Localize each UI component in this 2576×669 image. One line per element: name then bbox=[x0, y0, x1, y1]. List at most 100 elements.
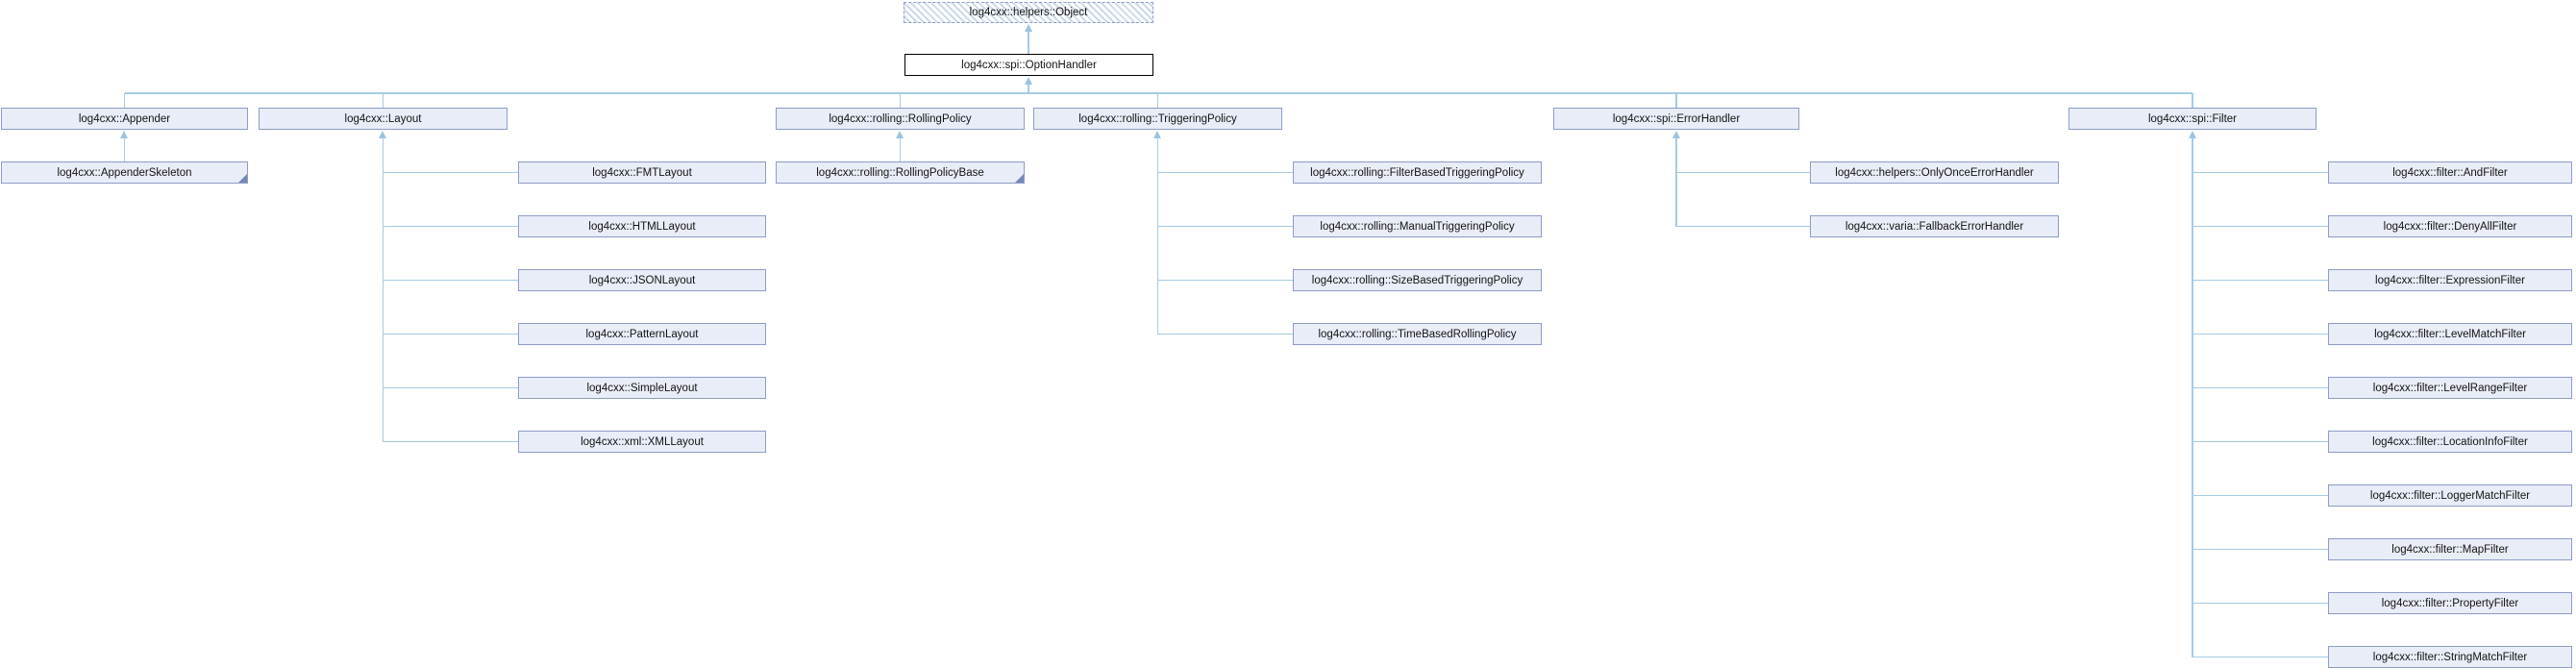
class-node-log4cxx-filter-expressionfilter[interactable]: log4cxx::filter::ExpressionFilter bbox=[2328, 269, 2572, 291]
class-node-log4cxx-jsonlayout[interactable]: log4cxx::JSONLayout bbox=[518, 269, 766, 291]
inheritance-edge bbox=[2192, 656, 2328, 658]
inheritance-edge bbox=[2192, 440, 2328, 443]
class-node-log4cxx-filter-propertyfilter[interactable]: log4cxx::filter::PropertyFilter bbox=[2328, 592, 2572, 614]
class-node-log4cxx-filter-denyallfilter[interactable]: log4cxx::filter::DenyAllFilter bbox=[2328, 215, 2572, 237]
class-node-log4cxx-spi-optionhandler[interactable]: log4cxx::spi::OptionHandler bbox=[904, 54, 1153, 76]
inheritance-edge bbox=[1157, 333, 1293, 335]
inheritance-edge bbox=[383, 333, 518, 335]
class-node-label: log4cxx::filter::StringMatchFilter bbox=[2372, 651, 2528, 663]
inheritance-edge bbox=[899, 93, 902, 108]
class-node-log4cxx-simplelayout[interactable]: log4cxx::SimpleLayout bbox=[518, 377, 766, 399]
class-node-label: log4cxx::spi::OptionHandler bbox=[961, 59, 1097, 71]
class-node-label: log4cxx::filter::PropertyFilter bbox=[2381, 597, 2519, 609]
inheritance-edge bbox=[383, 386, 518, 389]
class-node-label: log4cxx::rolling::ManualTriggeringPolicy bbox=[1320, 220, 1515, 233]
class-node-log4cxx-rolling-sizebasedtriggeringpolicy[interactable]: log4cxx::rolling::SizeBasedTriggeringPol… bbox=[1293, 269, 1542, 291]
class-node-log4cxx-rolling-rollingpolicy[interactable]: log4cxx::rolling::RollingPolicy bbox=[776, 108, 1025, 130]
inheritance-edge bbox=[2192, 386, 2328, 389]
class-node-label: log4cxx::rolling::RollingPolicy bbox=[829, 112, 972, 125]
class-node-label: log4cxx::PatternLayout bbox=[585, 328, 699, 340]
inheritance-arrow-icon bbox=[1024, 24, 1032, 32]
class-node-log4cxx-filter-levelrangefilter[interactable]: log4cxx::filter::LevelRangeFilter bbox=[2328, 377, 2572, 399]
class-node-label: log4cxx::filter::AndFilter bbox=[2392, 166, 2508, 179]
class-node-log4cxx-filter-andfilter[interactable]: log4cxx::filter::AndFilter bbox=[2328, 161, 2572, 184]
inheritance-arrow-icon bbox=[1024, 77, 1032, 85]
inheritance-edge bbox=[1156, 137, 1159, 334]
class-node-log4cxx-filter-stringmatchfilter[interactable]: log4cxx::filter::StringMatchFilter bbox=[2328, 646, 2572, 668]
inheritance-arrow-icon bbox=[1672, 131, 1680, 138]
class-node-label: log4cxx::filter::LoggerMatchFilter bbox=[2369, 489, 2531, 502]
inheritance-edge bbox=[899, 137, 902, 161]
class-node-log4cxx-rolling-manualtriggeringpolicy[interactable]: log4cxx::rolling::ManualTriggeringPolicy bbox=[1293, 215, 1542, 237]
inheritance-arrow-icon bbox=[896, 131, 904, 138]
class-node-log4cxx-filter-loggermatchfilter[interactable]: log4cxx::filter::LoggerMatchFilter bbox=[2328, 484, 2572, 507]
inheritance-edge bbox=[1156, 93, 1159, 108]
inheritance-edge bbox=[382, 137, 384, 442]
class-node-label: log4cxx::rolling::TriggeringPolicy bbox=[1078, 112, 1237, 125]
class-node-label: log4cxx::FMTLayout bbox=[592, 166, 692, 179]
class-node-label: log4cxx::helpers::OnlyOnceErrorHandler bbox=[1835, 166, 2034, 179]
class-node-log4cxx-filter-mapfilter[interactable]: log4cxx::filter::MapFilter bbox=[2328, 538, 2572, 560]
truncated-fold-icon bbox=[238, 174, 247, 183]
class-node-log4cxx-rolling-filterbasedtriggeringpolicy[interactable]: log4cxx::rolling::FilterBasedTriggeringP… bbox=[1293, 161, 1542, 184]
class-node-log4cxx-xml-xmllayout[interactable]: log4cxx::xml::XMLLayout bbox=[518, 431, 766, 453]
inheritance-edge bbox=[2192, 494, 2328, 497]
inheritance-edge bbox=[1676, 171, 1810, 174]
class-node-log4cxx-helpers-object[interactable]: log4cxx::helpers::Object bbox=[904, 2, 1153, 23]
inheritance-edge bbox=[124, 92, 2192, 94]
class-node-label: log4cxx::SimpleLayout bbox=[586, 382, 698, 394]
inheritance-edge bbox=[1028, 31, 1029, 54]
class-node-log4cxx-spi-filter[interactable]: log4cxx::spi::Filter bbox=[2068, 108, 2316, 130]
inheritance-arrow-icon bbox=[1153, 131, 1161, 138]
class-node-log4cxx-appender[interactable]: log4cxx::Appender bbox=[1, 108, 248, 130]
class-node-log4cxx-appenderskeleton[interactable]: log4cxx::AppenderSkeleton bbox=[1, 161, 248, 184]
inheritance-edge bbox=[2192, 225, 2328, 228]
inheritance-edge bbox=[383, 279, 518, 282]
class-node-log4cxx-spi-errorhandler[interactable]: log4cxx::spi::ErrorHandler bbox=[1553, 108, 1799, 130]
inheritance-arrow-icon bbox=[2188, 131, 2196, 138]
inheritance-edge bbox=[2192, 333, 2328, 335]
class-node-label: log4cxx::rolling::FilterBasedTriggeringP… bbox=[1310, 166, 1524, 179]
class-node-log4cxx-htmllayout[interactable]: log4cxx::HTMLLayout bbox=[518, 215, 766, 237]
class-node-label: log4cxx::rolling::RollingPolicyBase bbox=[816, 166, 984, 179]
class-node-label: log4cxx::filter::DenyAllFilter bbox=[2383, 220, 2517, 233]
class-node-log4cxx-fmtlayout[interactable]: log4cxx::FMTLayout bbox=[518, 161, 766, 184]
class-node-log4cxx-rolling-triggeringpolicy[interactable]: log4cxx::rolling::TriggeringPolicy bbox=[1033, 108, 1282, 130]
class-node-label: log4cxx::varia::FallbackErrorHandler bbox=[1845, 220, 2024, 233]
inheritance-edge bbox=[382, 93, 384, 108]
class-node-label: log4cxx::HTMLLayout bbox=[588, 220, 696, 233]
class-node-label: log4cxx::filter::LevelRangeFilter bbox=[2372, 382, 2528, 394]
inheritance-edge bbox=[383, 225, 518, 228]
class-node-log4cxx-filter-levelmatchfilter[interactable]: log4cxx::filter::LevelMatchFilter bbox=[2328, 323, 2572, 345]
class-node-log4cxx-rolling-rollingpolicybase[interactable]: log4cxx::rolling::RollingPolicyBase bbox=[776, 161, 1025, 184]
class-node-log4cxx-patternlayout[interactable]: log4cxx::PatternLayout bbox=[518, 323, 766, 345]
class-node-log4cxx-layout[interactable]: log4cxx::Layout bbox=[259, 108, 508, 130]
inheritance-edge bbox=[383, 440, 518, 443]
inheritance-edge bbox=[2192, 171, 2328, 174]
class-node-label: log4cxx::spi::Filter bbox=[2147, 112, 2238, 125]
class-node-log4cxx-varia-fallbackerrorhandler[interactable]: log4cxx::varia::FallbackErrorHandler bbox=[1810, 215, 2059, 237]
inheritance-edge bbox=[1157, 225, 1293, 228]
class-node-label: log4cxx::rolling::SizeBasedTriggeringPol… bbox=[1311, 274, 1523, 286]
inheritance-edge bbox=[2192, 279, 2328, 282]
class-node-label: log4cxx::AppenderSkeleton bbox=[57, 166, 192, 179]
inheritance-edge bbox=[1675, 137, 1677, 227]
inheritance-edge bbox=[383, 171, 518, 174]
class-node-label: log4cxx::xml::XMLLayout bbox=[581, 435, 704, 448]
class-node-log4cxx-helpers-onlyonceerrorhandler[interactable]: log4cxx::helpers::OnlyOnceErrorHandler bbox=[1810, 161, 2059, 184]
inheritance-edge bbox=[123, 93, 126, 108]
inheritance-edge bbox=[1675, 93, 1677, 108]
inheritance-edge bbox=[1157, 279, 1293, 282]
class-node-log4cxx-filter-locationinfofilter[interactable]: log4cxx::filter::LocationInfoFilter bbox=[2328, 431, 2572, 453]
inheritance-edge bbox=[1157, 171, 1293, 174]
inheritance-arrow-icon bbox=[379, 131, 386, 138]
class-node-label: log4cxx::Layout bbox=[344, 112, 422, 125]
class-node-label: log4cxx::Appender bbox=[78, 112, 171, 125]
class-node-label: log4cxx::spi::ErrorHandler bbox=[1612, 112, 1741, 125]
class-node-label: log4cxx::JSONLayout bbox=[588, 274, 696, 286]
inheritance-edge bbox=[2192, 548, 2328, 551]
inheritance-edge bbox=[123, 137, 126, 161]
class-node-log4cxx-rolling-timebasedrollingpolicy[interactable]: log4cxx::rolling::TimeBasedRollingPolicy bbox=[1293, 323, 1542, 345]
inheritance-arrow-icon bbox=[120, 131, 128, 138]
class-node-label: log4cxx::helpers::Object bbox=[969, 7, 1088, 18]
